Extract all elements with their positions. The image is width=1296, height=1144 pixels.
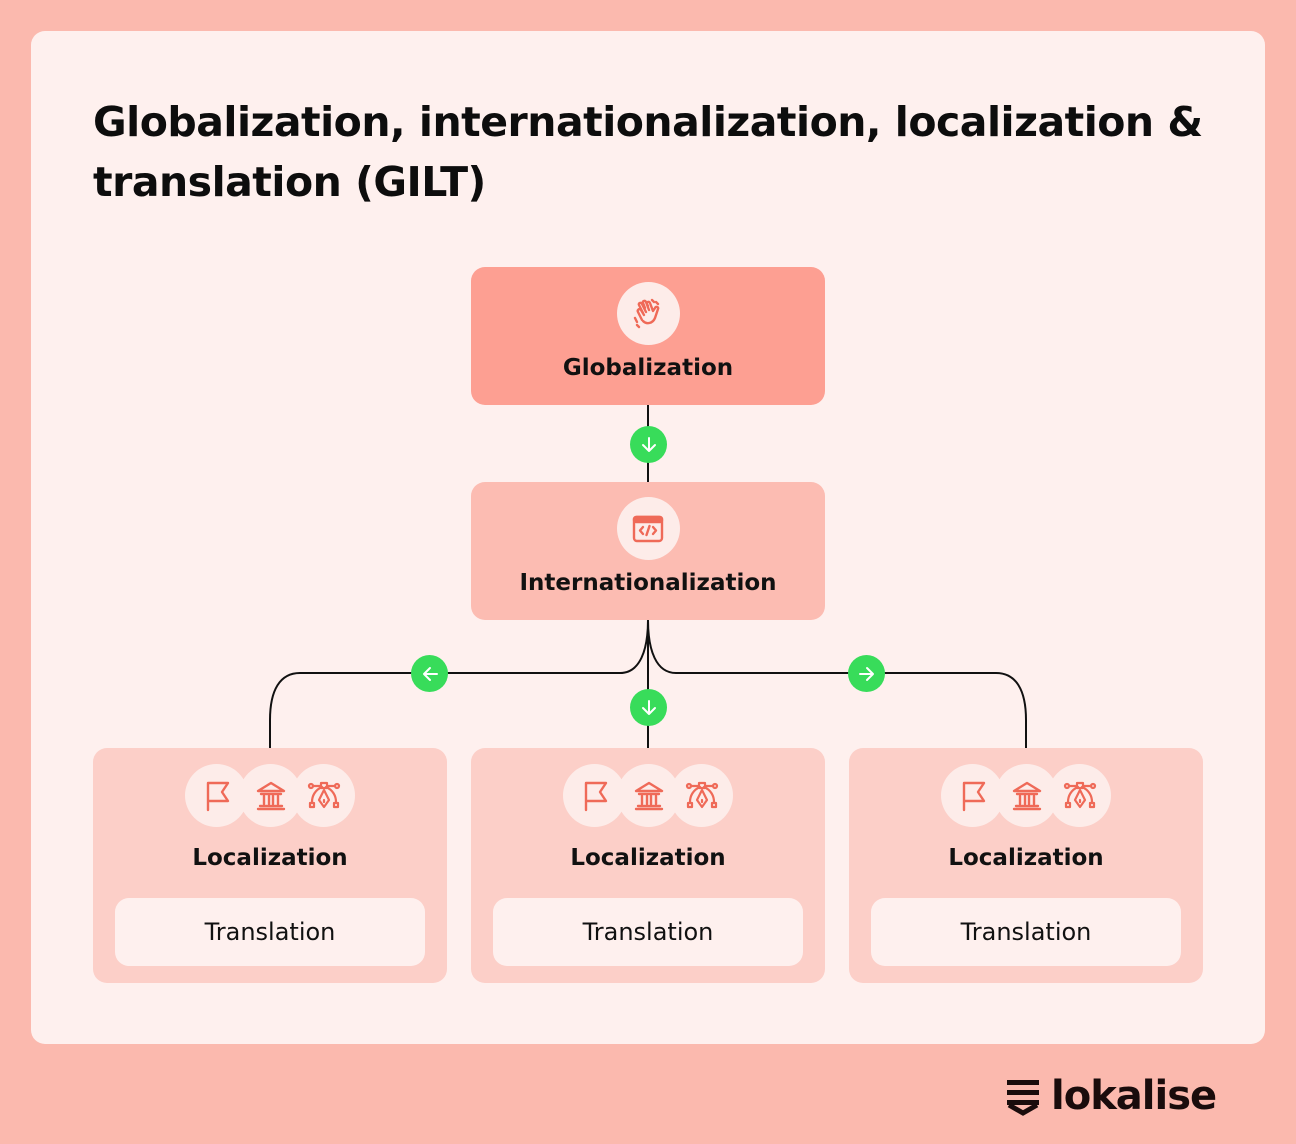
vector-pen-icon: [670, 764, 733, 827]
lokalise-logo: lokalise: [1005, 1073, 1217, 1119]
arrow-down-icon: [641, 699, 656, 715]
waving-hand-icon: [616, 282, 680, 345]
arrow-down-icon: [641, 436, 656, 452]
arrow-left-badge: [411, 655, 448, 692]
lokalise-logo-icon: [1007, 1080, 1039, 1116]
arrow-left-icon: [422, 666, 438, 681]
localization-icons: [941, 764, 1111, 827]
arrow-right-badge: [848, 655, 885, 692]
internationalization-label: Internationalization: [519, 570, 777, 596]
vector-pen-icon: [292, 764, 355, 827]
bank-icon: [995, 764, 1058, 827]
localization-node: Localization Translation: [471, 748, 825, 983]
translation-box: Translation: [871, 898, 1181, 966]
localization-node: Localization Translation: [849, 748, 1203, 983]
flag-icon: [563, 764, 626, 827]
bank-icon: [239, 764, 302, 827]
localization-icons: [185, 764, 355, 827]
localization-node: Localization Translation: [93, 748, 447, 983]
lokalise-wordmark: lokalise: [1051, 1073, 1217, 1119]
page-title: Globalization, internationalization, loc…: [93, 98, 1203, 206]
flag-icon: [941, 764, 1004, 827]
translation-box: Translation: [493, 898, 803, 966]
arrow-down-badge: [630, 689, 667, 726]
flag-icon: [185, 764, 248, 827]
arrow-down-badge: [630, 426, 667, 463]
localization-label: Localization: [192, 845, 348, 871]
vector-pen-icon: [1048, 764, 1111, 827]
code-window-icon: [616, 497, 680, 560]
localization-label: Localization: [948, 845, 1104, 871]
arrow-right-icon: [858, 666, 874, 681]
translation-box: Translation: [115, 898, 425, 966]
localization-icons: [563, 764, 733, 827]
bank-icon: [617, 764, 680, 827]
internationalization-node: Internationalization: [471, 482, 825, 620]
globalization-node: Globalization: [471, 267, 825, 405]
globalization-label: Globalization: [562, 355, 734, 381]
localization-label: Localization: [570, 845, 726, 871]
